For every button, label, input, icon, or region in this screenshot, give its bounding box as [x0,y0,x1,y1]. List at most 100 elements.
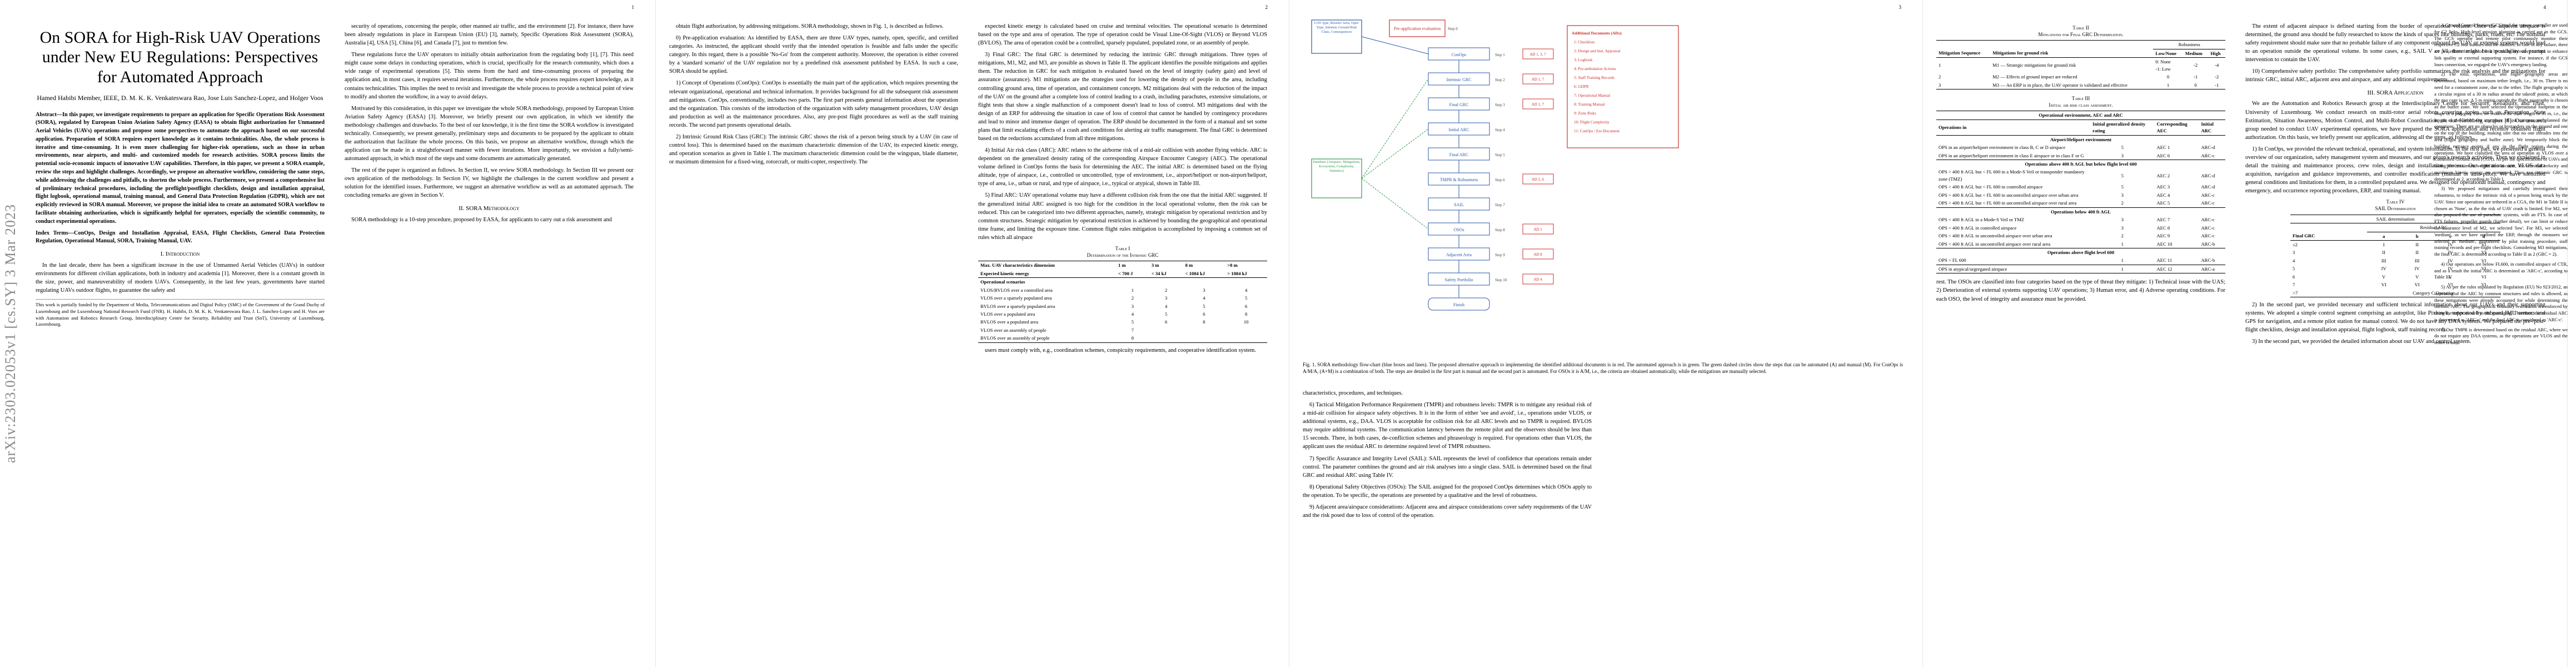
table-cell: < 1084 kJ [1185,270,1205,276]
table-cell: I [2383,241,2385,247]
table-cell: OPS < 400 ft AGL in a Mode-S Veil or TMZ [1939,217,2025,223]
table-cell [1149,334,1183,342]
additional-documents-list: Additional Documents (ADs): 1: Checklist… [1572,31,1622,133]
table-cell: Mitigations for ground risk [1992,50,2049,56]
table-cell: Operations above 400 ft AGL but below fl… [1936,160,2225,168]
table-cell: 3 [2121,192,2124,198]
table-cell: V [2382,273,2386,280]
table-cell: OPS in an airport/heliport environment i… [1939,152,2084,158]
paragraph: 2) Intrinsic Ground Risk Class (GRC): Th… [669,133,958,166]
table-cell: VLOS over a sparsely populated area [980,295,1052,301]
section-heading-sora-methodology: II. SORA Methodology [459,205,520,212]
paragraph: 1) In ConOps, we provided the relevant t… [2245,146,2545,195]
table-cell: II [2415,250,2419,256]
table-header-row: Max. UAV characteristics dimension 1 m 3… [978,261,1267,270]
table-cell: 8 m [1185,262,1193,268]
table-cell: < 34 kJ [1151,270,1167,276]
table-header-row: Residual ARC [2290,223,2500,232]
table-cell: AEC 10 [2156,241,2173,247]
flowchart-step-label: Step 1 [1495,53,1505,57]
table-cell: 3 m [1151,262,1159,268]
page-4-column-3: A Ground Control Station (GCS) and the r… [2434,22,2568,350]
table-cell: AEC 2 [2156,172,2170,178]
table-cell: AEC 9 [2156,233,2170,239]
table-header-row: Operational environment, AEC and ARC [1936,111,2225,120]
table-cell: Final GRC [2293,233,2315,239]
table-row: OPS in an airport/heliport environment i… [1936,152,2225,160]
table-cell: 3 [1165,295,1168,301]
list-item: 3: Logbook [1574,58,1593,62]
table-cell: > 1084 kJ [1227,270,1247,276]
table-cell: VLOS/BVLOS over a controlled area [980,287,1053,293]
table-cell: V [2448,273,2453,280]
table-4: SAIL determination Residual ARC Final GR… [2290,214,2500,298]
table-cell: AEC 5 [2156,200,2170,206]
table-header-row: Expected kinetic energy < 700 J < 34 kJ … [978,270,1267,278]
list-item: 1: Checklists [1574,40,1595,44]
table-cell: 0 [2194,82,2197,88]
paragraph: These regulations force the UAV operator… [345,52,634,100]
table-section-row: Operations below 400 ft AGL [1936,207,2225,216]
paragraph: 3) In the second part, we provided the d… [2252,339,2472,345]
flowchart-label: Intrinsic GRC [1446,77,1471,82]
table-row: OPS < 400 ft AGL in uncontrolled airspac… [1936,232,2225,240]
list-item: 6: GDPR [1574,84,1589,89]
table-cell: Operational environment, AEC and ARC [1936,111,2225,120]
ad-label: AD 5 [1533,227,1542,232]
list-item: 2: Design and Inst. Appraisal [1574,49,1621,53]
table-cell: 7 [2293,282,2295,288]
table-header-row: Operations in Initial generalized densit… [1936,120,2225,136]
table-cell: ARC-c [2201,192,2215,198]
table-cell: < 700 J [1118,270,1133,276]
table-cell: ARC-d [2201,145,2215,151]
table-cell: ARC-b [2201,257,2215,263]
table-cell: ARC-a [2201,266,2215,272]
table-section-row: Operations above 400 ft AGL but below fl… [1936,160,2225,168]
paragraph: 2) In the second part, we provided neces… [2245,302,2545,334]
flowchart-node [1389,19,1446,37]
footnote: This work is partially funded by the Dep… [36,299,325,327]
table-row: OPS in an airport/heliport environment i… [1936,143,2225,151]
table-cell: Operations in [1939,124,1967,130]
table-cell: IV [2448,241,2453,247]
table-row: OPS > 400 ft AGL but < FL 600 in control… [1936,183,2225,191]
table-cell: BVLOS over a sparsely populated area [980,303,1055,309]
flowchart-step-label: Step 0 [1448,27,1458,31]
table-cell: III [2381,257,2386,263]
table-cell: VI [2481,257,2487,263]
table-cell: 4 [1203,295,1205,301]
table-header-row: Mitigation Sequence Mitigations for grou… [1936,49,2225,58]
sora-flowchart: UAV type, Restrict Area, Oper. Type, Int… [1311,19,1679,311]
flowchart-step-label: Step 5 [1495,153,1505,157]
table-cell: VI [2481,250,2487,256]
table-cell: Airport/Heliport environment [1936,135,2225,144]
table-cell: d [2482,233,2485,239]
table-cell: 5 [1203,303,1205,309]
page-3: 3 UAV type, Restrict Area, Oper. Type, I… [1289,0,1923,667]
index-terms: Index Terms—ConOps, Design and Installat… [36,230,325,245]
paragraph: We are the Automation and Robotics Resea… [2245,101,2545,141]
paragraph: 0) Pre-application evaluation: As identi… [669,35,958,75]
table-cell: 1 [2166,82,2170,88]
flowchart-step-label: Step 3 [1495,103,1505,107]
table-cell: OPS < 400 ft AGL in uncontrolled airspac… [1939,233,2052,239]
ad-label: AD 2, 6 [1532,177,1544,182]
table-cell: >8 m [1227,262,1238,268]
table-cell: a [2383,233,2385,239]
table-3-caption: Table III Initial air risk class assessm… [2049,96,2113,108]
flowchart-label: Initial ARC [1448,127,1469,132]
table-cell: 0 [2166,74,2170,80]
table-cell: c [2449,233,2452,239]
paragraph: SORA methodology is a 10-step procedure,… [351,216,612,223]
table-cell: -4 [2215,62,2219,68]
additional-documents-box [1567,25,1679,148]
table-cell: II [2415,241,2419,247]
table-row: OPS > 400 ft AGL but < FL 600 in uncontr… [1936,191,2225,199]
table-cell: 1 [2121,241,2124,247]
table-cell: OPS > 400 ft AGL but < FL 600 in uncontr… [1939,192,2079,198]
